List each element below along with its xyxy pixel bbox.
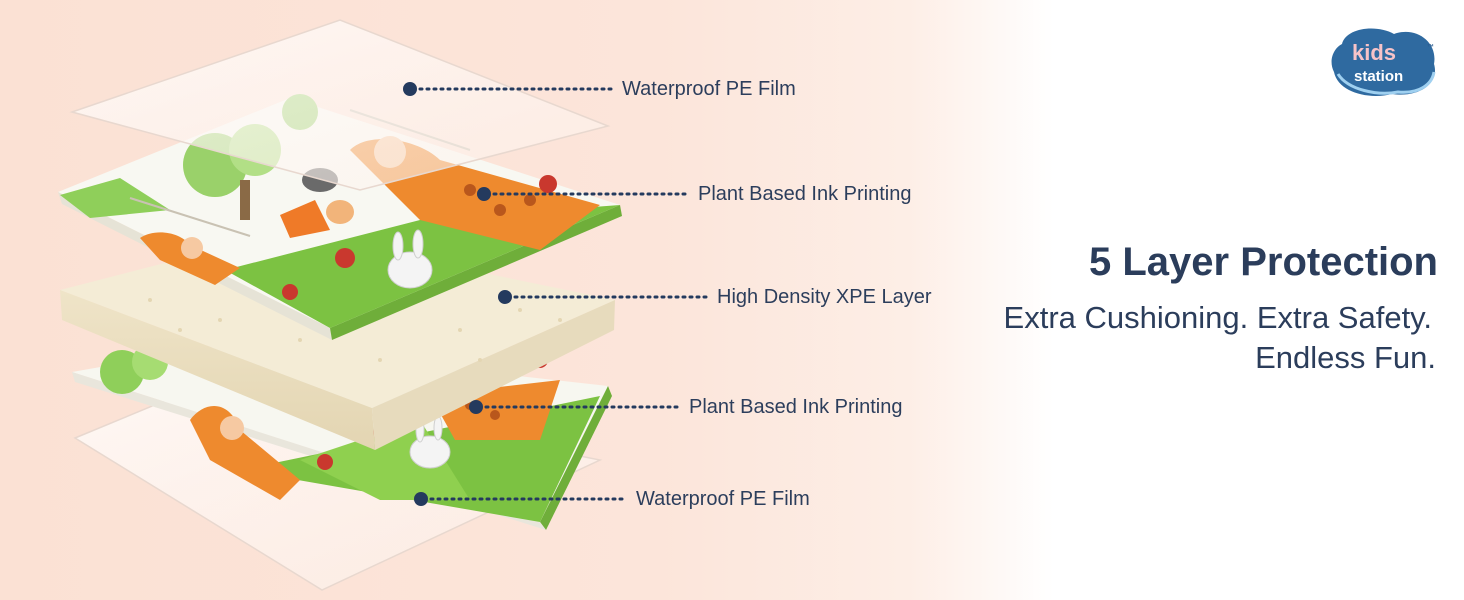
callout-dot <box>477 187 491 201</box>
callout-connectors <box>403 82 710 506</box>
bunny-icon <box>409 435 451 469</box>
layer-label-top-print: Plant Based Ink Printing <box>698 183 912 205</box>
hero-subtitle-line2: Endless Fun. <box>1255 340 1436 375</box>
mushroom-icon <box>335 248 355 268</box>
layer-label-bottom-print: Plant Based Ink Printing <box>689 396 903 418</box>
layer-label-xpe: High Density XPE Layer <box>717 286 932 308</box>
giraffe-icon <box>190 406 300 500</box>
layer-label-bottom-film: Waterproof PE Film <box>636 488 810 510</box>
callout-dot <box>498 290 512 304</box>
mushroom-icon <box>317 454 333 470</box>
callout-dot <box>414 492 428 506</box>
hero-title: 5 Layer Protection <box>1088 240 1438 284</box>
hero-subtitle-line1: Extra Cushioning. Extra Safety. <box>1003 300 1432 335</box>
logo-wordmark-kids: kids <box>1352 40 1397 65</box>
callout-dot <box>469 400 483 414</box>
top-print-layer <box>58 94 622 340</box>
fox-icon <box>280 200 330 238</box>
logo-trademark: ™ <box>1427 44 1434 51</box>
logo-wordmark-station: station <box>1354 68 1404 85</box>
layer-label-top-film: Waterproof PE Film <box>622 78 796 100</box>
bunny-icon <box>387 251 433 289</box>
ruler-icon <box>129 197 251 237</box>
brand-logo <box>1331 28 1436 96</box>
top-film-layer <box>69 19 611 191</box>
callout-dot <box>403 82 417 96</box>
